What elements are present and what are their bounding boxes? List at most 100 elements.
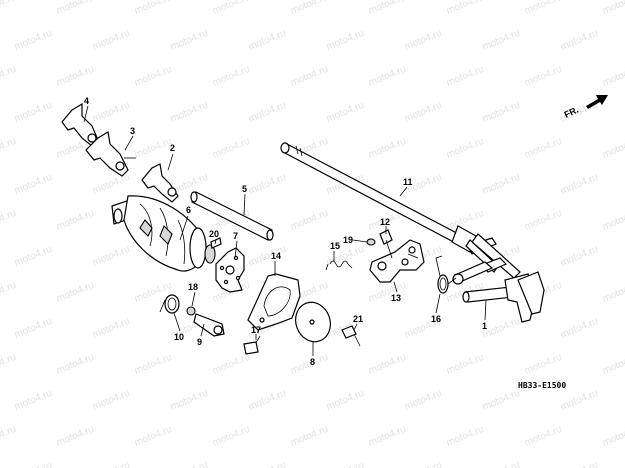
callout-5: 5	[242, 184, 247, 194]
watermark-text: moto4.ru	[13, 244, 54, 269]
watermark-text: moto4.ru	[523, 208, 564, 233]
part-drum-center	[215, 247, 245, 293]
watermark-text: moto4.ru	[367, 280, 408, 305]
watermark-text: moto4.ru	[445, 424, 486, 449]
watermark-text: moto4.ru	[523, 0, 564, 17]
callout-12: 12	[380, 217, 390, 227]
watermark-text: moto4.ru	[367, 0, 408, 17]
part-bolt-12	[366, 229, 393, 259]
watermark-text: moto4.ru	[247, 388, 288, 413]
watermark-text: moto4.ru	[559, 388, 600, 413]
part-shift-fork-shaft	[462, 271, 545, 323]
callout-3: 3	[130, 126, 135, 136]
part-collar	[186, 306, 196, 316]
callout-16: 16	[431, 314, 441, 324]
watermark-text: moto4.ru	[55, 424, 96, 449]
callout-7: 7	[233, 231, 238, 241]
watermark-text: moto4.ru	[445, 64, 486, 89]
watermark-text: moto4.ru	[289, 64, 330, 89]
watermark-text: moto4.ru	[211, 352, 252, 377]
watermark-text: moto4.ru	[55, 0, 96, 17]
watermark-text: moto4.ru	[55, 208, 96, 233]
watermark-text: moto4.ru	[403, 460, 444, 468]
watermark-text: moto4.ru	[13, 28, 54, 53]
watermark-text: moto4.ru	[13, 316, 54, 341]
watermark-text: moto4.ru	[13, 460, 54, 468]
watermark-text: moto4.ru	[403, 100, 444, 125]
front-arrow-icon	[586, 95, 608, 109]
watermark-text: moto4.ru	[523, 424, 564, 449]
watermark-text: moto4.ru	[403, 388, 444, 413]
watermark-text: moto4.ru	[445, 0, 486, 17]
watermark-text: moto4.ru	[559, 244, 600, 269]
watermark-text: moto4.ru	[91, 388, 132, 413]
callout-15: 15	[330, 241, 340, 251]
watermark-text: moto4.ru	[211, 136, 252, 161]
callout-10: 10	[174, 332, 184, 342]
part-drum-stopper-spring	[159, 294, 180, 314]
callout-1: 1	[482, 321, 487, 331]
watermark-text: moto4.ru	[481, 172, 522, 197]
callout-14: 14	[271, 251, 281, 261]
callout-labels: 4 3 2 5 6 20 7 14 15 19 12 11 13 16 1 21…	[84, 96, 487, 367]
part-stopper-arm	[369, 239, 425, 283]
watermark-text: moto4.ru	[133, 424, 174, 449]
watermark-text: moto4.ru	[481, 316, 522, 341]
part-gasket	[295, 301, 331, 343]
watermark-text: moto4.ru	[247, 244, 288, 269]
part-guide-plate	[247, 273, 301, 331]
watermark-text: moto4.ru	[13, 100, 54, 125]
watermark-text: moto4.ru	[367, 352, 408, 377]
watermark-text: moto4.ru	[169, 28, 210, 53]
watermark-text: moto4.ru	[55, 280, 96, 305]
part-shift-drum	[111, 195, 216, 272]
watermark-text: moto4.ru	[0, 0, 18, 17]
watermark-text: moto4.ru	[133, 0, 174, 17]
watermark-text: moto4.ru	[211, 424, 252, 449]
watermark-text: moto4.ru	[91, 28, 132, 53]
watermark-text: moto4.ru	[601, 208, 625, 233]
callout-6: 6	[186, 205, 191, 215]
part-shift-fork-3	[85, 131, 136, 177]
watermark-text: moto4.ru	[0, 280, 18, 305]
watermark-text: moto4.ru	[247, 28, 288, 53]
watermark-text: moto4.ru	[367, 424, 408, 449]
diagram-code: HB33-E1500	[518, 381, 566, 390]
watermark-text: moto4.ru	[211, 64, 252, 89]
watermark-text: moto4.ru	[133, 136, 174, 161]
watermark-text: moto4.ru	[289, 424, 330, 449]
watermark-text: moto4.ru	[0, 208, 18, 233]
watermark-text: moto4.ru	[0, 64, 18, 89]
watermark-text: moto4.ru	[481, 100, 522, 125]
watermark-text: moto4.ru	[0, 424, 18, 449]
watermark-text: moto4.ru	[133, 64, 174, 89]
watermark-text: moto4.ru	[523, 136, 564, 161]
part-bolt-17	[243, 335, 261, 355]
watermark-text: moto4.ru	[325, 460, 366, 468]
watermark-text: moto4.ru	[55, 352, 96, 377]
part-shift-fork-2	[141, 163, 179, 203]
watermark-text: moto4.ru	[169, 100, 210, 125]
watermark-text: moto4.ru	[403, 28, 444, 53]
watermark-text: moto4.ru	[325, 388, 366, 413]
callout-4: 4	[84, 96, 89, 106]
watermark-text: moto4.ru	[247, 100, 288, 125]
watermark-text: moto4.ru	[13, 172, 54, 197]
watermark-text: moto4.ru	[559, 28, 600, 53]
watermark-text: moto4.ru	[169, 388, 210, 413]
part-stopper-spring	[325, 260, 353, 271]
watermark-text: moto4.ru	[445, 208, 486, 233]
watermark-text: moto4.ru	[445, 136, 486, 161]
watermark-text: moto4.ru	[559, 460, 600, 468]
watermark-text: moto4.ru	[91, 172, 132, 197]
watermark-text: moto4.ru	[559, 316, 600, 341]
watermark-text: moto4.ru	[0, 352, 18, 377]
watermark-text: moto4.ru	[91, 316, 132, 341]
callout-19: 19	[343, 235, 353, 245]
watermark-text: moto4.ru	[481, 28, 522, 53]
watermark-text: moto4.ru	[325, 28, 366, 53]
watermark-text: moto4.ru	[601, 64, 625, 89]
watermark-text: moto4.ru	[367, 64, 408, 89]
